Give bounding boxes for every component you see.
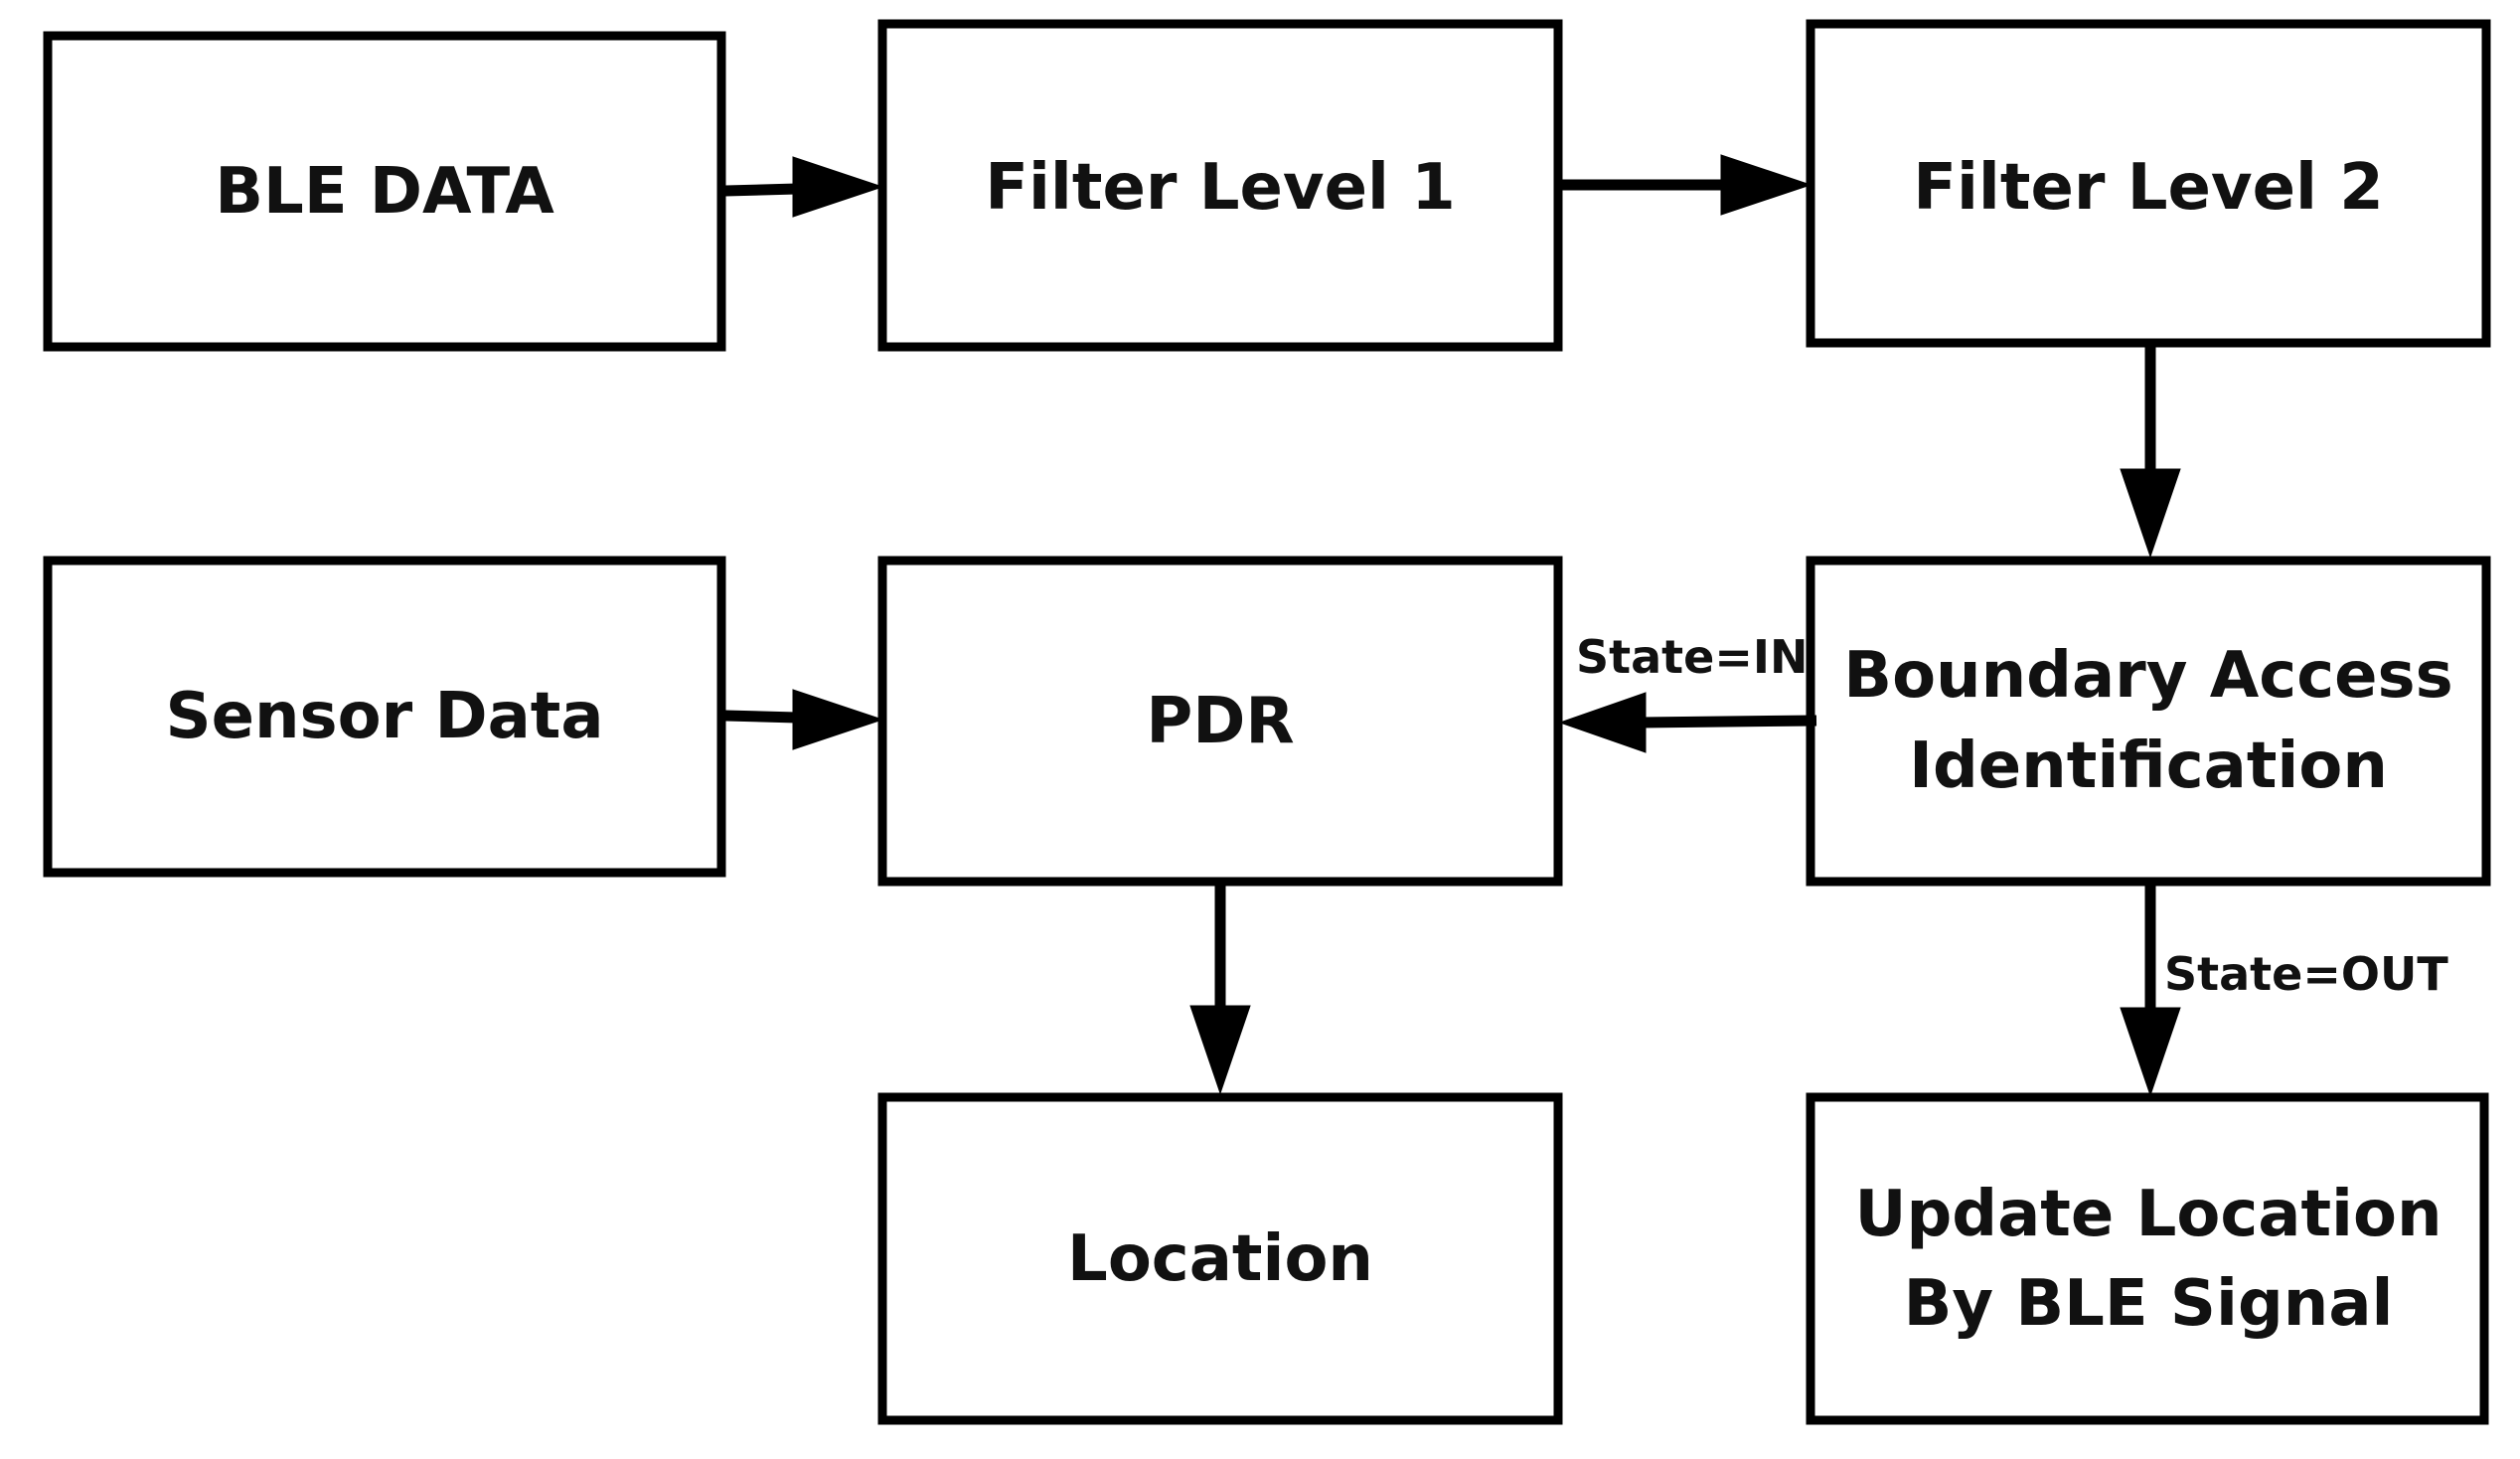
edge-boundary-access-to-update-location: State=OUT <box>2120 880 2448 1097</box>
edge-pdr-to-location <box>1189 884 1251 1095</box>
node-sensor-data-label: Sensor Data <box>165 680 603 753</box>
edge-label-state-out: State=OUT <box>2164 947 2448 1001</box>
node-location: Location <box>877 1092 1563 1425</box>
arrowhead-down <box>1189 1005 1251 1095</box>
arrowhead-left <box>1558 692 1647 753</box>
edge-boundary-access-to-pdr: State=IN <box>1558 630 1817 753</box>
edge-filter-level-1-to-filter-level-2 <box>1562 154 1812 216</box>
edge-ble-data-to-filter-level-1 <box>724 156 884 218</box>
node-update-location-label-line-2: By BLE Signal <box>1904 1267 2394 1341</box>
node-update-location-label-line-1: Update Location <box>1855 1178 2442 1251</box>
edge-sensor-data-to-pdr <box>724 689 884 750</box>
arrowhead-down <box>2120 468 2181 559</box>
arrowhead-right <box>792 156 884 218</box>
node-ble-data-label: BLE DATA <box>215 155 554 229</box>
arrowhead-right <box>792 689 884 750</box>
node-filter-level-1: Filter Level 1 <box>877 19 1563 352</box>
arrowhead-down <box>2120 1007 2181 1097</box>
node-update-location-by-ble-signal: Update Location By BLE Signal <box>1806 1092 2489 1425</box>
arrowhead-right <box>1720 154 1812 216</box>
node-filter-level-2: Filter Level 2 <box>1806 19 2491 348</box>
node-pdr-label: PDR <box>1146 685 1294 758</box>
node-boundary-access-label-line-2: Identification <box>1909 730 2388 803</box>
node-ble-data: BLE DATA <box>43 31 726 352</box>
edge-label-state-in: State=IN <box>1576 630 1809 684</box>
node-filter-level-2-label: Filter Level 2 <box>1913 151 2384 225</box>
node-location-label: Location <box>1067 1222 1373 1296</box>
node-boundary-access-label-line-1: Boundary Access <box>1843 639 2452 713</box>
node-filter-level-1-label: Filter Level 1 <box>985 151 1456 225</box>
node-boundary-access-identification: Boundary Access Identification <box>1806 556 2491 887</box>
node-sensor-data: Sensor Data <box>43 556 726 878</box>
node-pdr: PDR <box>877 556 1563 887</box>
edge-filter-level-2-to-boundary-access <box>2120 347 2181 559</box>
